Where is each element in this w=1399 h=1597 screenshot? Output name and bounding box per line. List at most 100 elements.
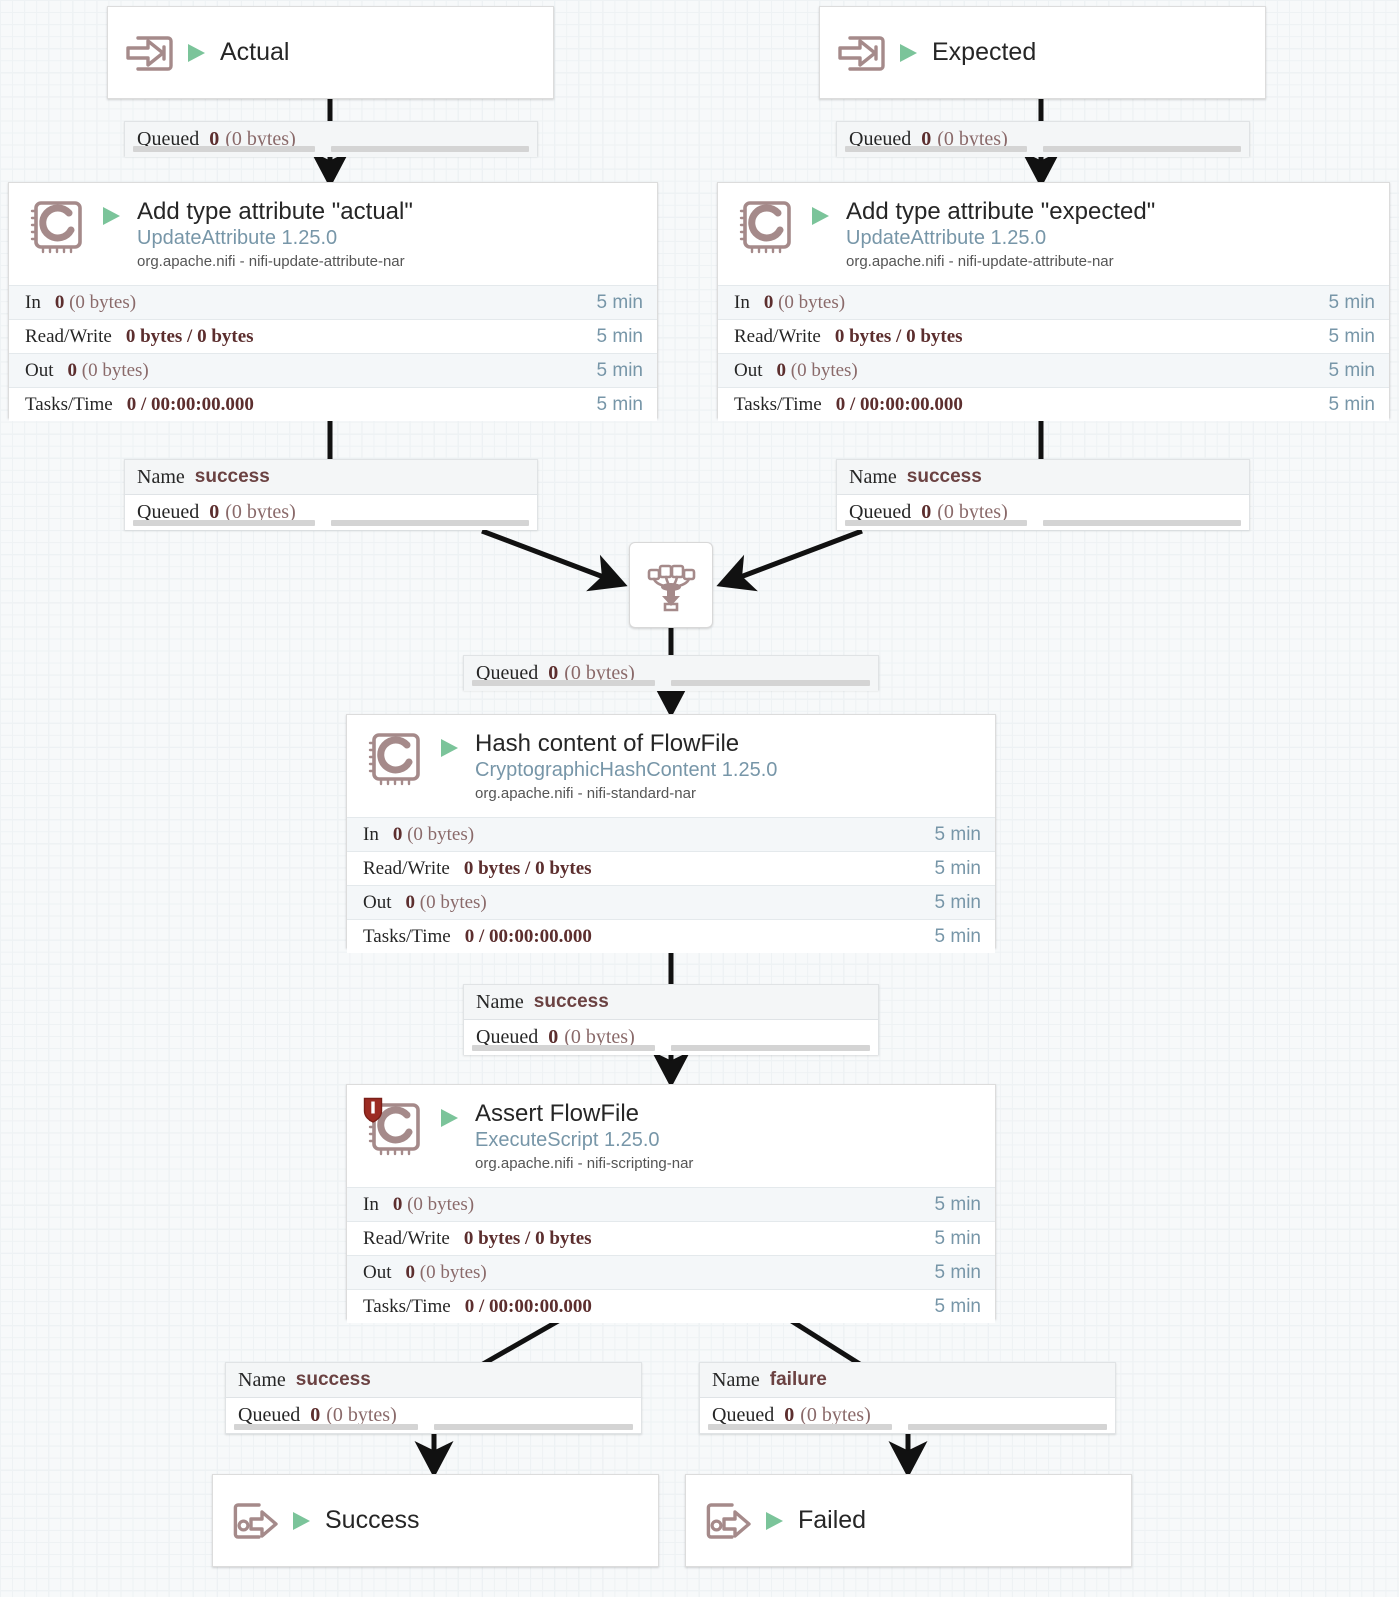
stat-time-read-write: 5 min: [596, 325, 643, 347]
connection-label-update-actual-success[interactable]: Name success Queued 0 (0 bytes): [124, 459, 538, 530]
connection-label-actual-to-update[interactable]: Queued 0 (0 bytes): [124, 121, 538, 157]
edge-left-to-funnel: [481, 528, 628, 592]
queue-bars: [464, 680, 878, 686]
processor-bundle: org.apache.nifi - nifi-scripting-nar: [475, 1155, 694, 1172]
queued-label: Queued: [238, 1404, 301, 1426]
stat-time-tasks: 5 min: [934, 1295, 981, 1317]
stat-in-count: 0: [392, 1193, 403, 1215]
stat-out-count: 0: [405, 1261, 416, 1283]
processor-hash-content-of-flowfile[interactable]: Hash content of FlowFile CryptographicHa…: [346, 714, 996, 953]
connection-name-row: Name success: [226, 1363, 641, 1398]
stat-row-read-write: Read/Write 0 bytes / 0 bytes 5 min: [347, 851, 995, 885]
stat-in-count: 0: [763, 291, 774, 313]
input-port-expected-label: Expected: [932, 38, 1037, 66]
stat-row-out: Out 0 (0 bytes) 5 min: [347, 1255, 995, 1289]
processor-type: ExecuteScript 1.25.0: [475, 1129, 660, 1151]
stat-label-out: Out: [734, 359, 763, 381]
connection-label-hash-success[interactable]: Name success Queued 0 (0 bytes): [463, 984, 879, 1055]
stat-row-tasks-time: Tasks/Time 0 / 00:00:00.000 5 min: [718, 387, 1389, 421]
stat-row-out: Out 0 (0 bytes) 5 min: [718, 353, 1389, 387]
name-label: Name: [476, 990, 524, 1013]
processor-type: UpdateAttribute 1.25.0: [137, 227, 338, 249]
stat-label-tasks-time: Tasks/Time: [363, 925, 451, 947]
queued-label: Queued: [137, 128, 200, 150]
processor-add-type-attribute-actual[interactable]: Add type attribute "actual" UpdateAttrib…: [8, 182, 658, 421]
processor-add-type-attribute-expected[interactable]: Add type attribute "expected" UpdateAttr…: [717, 182, 1390, 421]
stat-row-out: Out 0 (0 bytes) 5 min: [9, 353, 657, 387]
run-triangle-icon: [103, 207, 120, 225]
stat-row-in: In 0 (0 bytes) 5 min: [718, 285, 1389, 319]
queue-bar-count: [234, 1424, 418, 1430]
stat-out-bytes: (0 bytes): [419, 891, 487, 913]
stat-row-in: In 0 (0 bytes) 5 min: [347, 817, 995, 851]
run-triangle-icon: [441, 739, 458, 757]
queued-count: 0: [310, 1404, 321, 1426]
stat-label-in: In: [25, 291, 41, 313]
connection-label-assert-failure[interactable]: Name failure Queued 0 (0 bytes): [699, 1362, 1116, 1434]
stat-time-read-write: 5 min: [934, 857, 981, 879]
queued-bytes: (0 bytes): [800, 1404, 871, 1426]
stat-time-in: 5 min: [596, 291, 643, 313]
processor-bundle: org.apache.nifi - nifi-standard-nar: [475, 785, 696, 802]
processor-header: Assert FlowFile ExecuteScript 1.25.0 org…: [347, 1085, 995, 1187]
queued-label: Queued: [476, 1026, 539, 1048]
connection-label-update-expected-success[interactable]: Name success Queued 0 (0 bytes): [836, 459, 1250, 530]
stat-value-in: 0 (0 bytes): [393, 824, 935, 846]
connection-queued-row: Queued 0 (0 bytes): [464, 1020, 878, 1055]
stat-tasks-value: 0 / 00:00:00.000: [464, 1295, 592, 1317]
connection-queued-row: Queued 0 (0 bytes): [464, 656, 878, 691]
queue-bar-size: [1043, 146, 1241, 152]
input-port-expected[interactable]: Expected: [819, 6, 1266, 99]
stat-out-count: 0: [776, 359, 787, 381]
name-value: failure: [769, 1369, 827, 1390]
stat-time-read-write: 5 min: [1328, 325, 1375, 347]
queued-count: 0: [784, 1404, 795, 1426]
run-triangle-icon: [293, 1511, 310, 1530]
stat-label-out: Out: [25, 359, 54, 381]
connection-label-assert-success[interactable]: Name success Queued 0 (0 bytes): [225, 1362, 642, 1434]
processor-assert-flowfile[interactable]: Assert FlowFile ExecuteScript 1.25.0 org…: [346, 1084, 996, 1323]
input-port-icon: [126, 35, 173, 71]
output-port-failed[interactable]: Failed: [685, 1474, 1132, 1567]
queue-bar-size: [331, 520, 529, 526]
queue-bar-size: [671, 1045, 870, 1051]
stat-tasks-value: 0 / 00:00:00.000: [835, 393, 963, 415]
stat-row-in: In 0 (0 bytes) 5 min: [9, 285, 657, 319]
stat-label-out: Out: [363, 891, 392, 913]
stat-time-out: 5 min: [934, 891, 981, 913]
queue-bars: [837, 520, 1249, 526]
processor-icon-wrap: [734, 197, 796, 259]
stat-label-in: In: [734, 291, 750, 313]
stat-in-count: 0: [392, 823, 403, 845]
queued-count: 0: [921, 128, 932, 150]
output-port-success[interactable]: Success: [212, 1474, 659, 1567]
queue-bars: [125, 146, 537, 152]
queued-count: 0: [209, 501, 220, 523]
connection-label-expected-to-update[interactable]: Queued 0 (0 bytes): [836, 121, 1250, 157]
queue-bar-size: [331, 146, 529, 152]
stat-row-in: In 0 (0 bytes) 5 min: [347, 1187, 995, 1221]
processor-type: UpdateAttribute 1.25.0: [846, 227, 1047, 249]
stat-value-read-write: 0 bytes / 0 bytes: [126, 326, 597, 348]
output-port-success-label: Success: [325, 1506, 420, 1534]
funnel-node[interactable]: [629, 542, 713, 628]
connection-label-funnel-to-hash[interactable]: Queued 0 (0 bytes): [463, 655, 879, 691]
stat-time-read-write: 5 min: [934, 1227, 981, 1249]
processor-text: Add type attribute "expected" UpdateAttr…: [846, 197, 1155, 273]
queued-label: Queued: [476, 662, 539, 684]
processor-chip-icon: [368, 733, 420, 786]
processor-text: Add type attribute "actual" UpdateAttrib…: [137, 197, 413, 273]
processor-header: Add type attribute "actual" UpdateAttrib…: [9, 183, 657, 285]
stat-out-bytes: (0 bytes): [790, 359, 858, 381]
stat-out-bytes: (0 bytes): [419, 1261, 487, 1283]
queue-bars: [464, 1045, 878, 1051]
queued-bytes: (0 bytes): [225, 501, 296, 523]
queued-count: 0: [209, 128, 220, 150]
processor-bundle: org.apache.nifi - nifi-update-attribute-…: [846, 253, 1114, 270]
name-value: success: [533, 991, 609, 1012]
processor-bundle: org.apache.nifi - nifi-update-attribute-…: [137, 253, 405, 270]
connection-name-row: Name success: [125, 460, 537, 495]
processor-type: CryptographicHashContent 1.25.0: [475, 759, 778, 781]
input-port-actual[interactable]: Actual: [107, 6, 554, 99]
